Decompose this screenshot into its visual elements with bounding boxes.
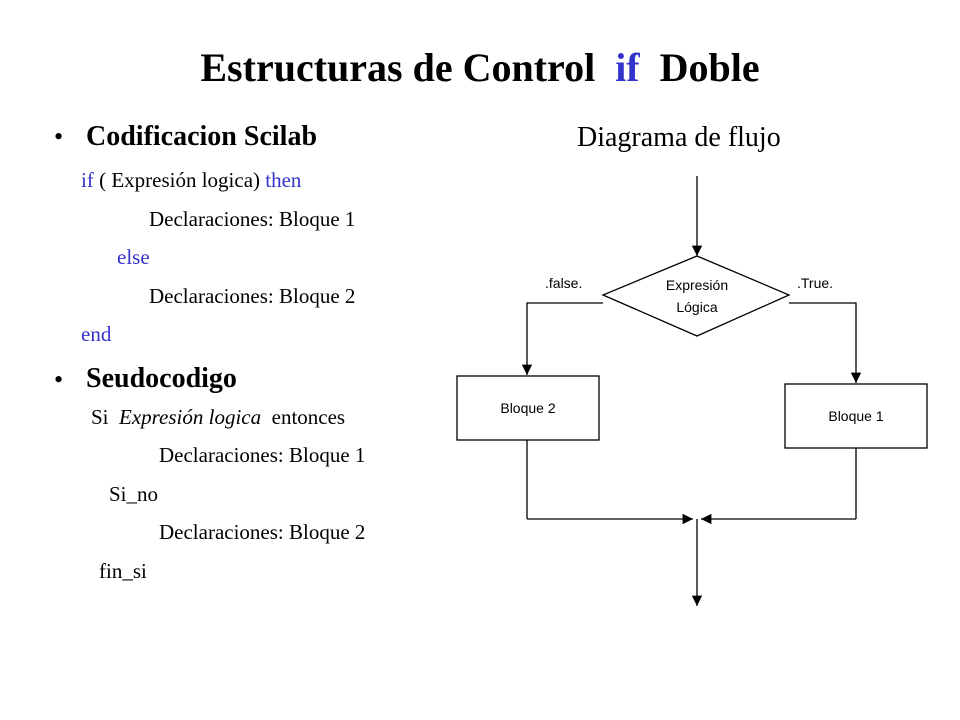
false-branch-arrow — [521, 302, 603, 375]
slide-title: Estructuras de Control if Doble — [0, 44, 960, 91]
pseudo-heading: Seudocodigo — [86, 363, 237, 394]
pseudo-block2-line: Declaraciones: Bloque 2 — [159, 520, 366, 544]
bullet-pseudo: • — [54, 365, 64, 394]
block2-box — [456, 375, 600, 441]
scilab-if-keyword: if — [81, 168, 94, 192]
scilab-then-keyword: then — [265, 168, 302, 192]
title-keyword: if — [615, 45, 640, 90]
false-label: .false. — [545, 275, 582, 291]
scilab-condition: ( Expresión logica) — [93, 168, 266, 192]
decision-label-line1: Expresión — [666, 277, 728, 293]
title-part1: Estructuras de Control — [200, 45, 616, 90]
bullet-scilab: • — [54, 122, 64, 151]
scilab-end-keyword: end — [81, 322, 112, 346]
pseudo-condition: Expresión logica — [119, 405, 262, 429]
pseudo-si: Si — [91, 405, 120, 429]
pseudo-si-line: Si Expresión logica entonces — [91, 405, 345, 430]
block1-box — [784, 383, 928, 449]
pseudo-si-no-line: Si_no — [109, 482, 159, 506]
pseudo-block1-line: Declaraciones: Bloque 1 — [159, 443, 366, 467]
scilab-block1-line: Declaraciones: Bloque 1 — [149, 207, 356, 231]
pseudo-entonces: entonces — [261, 405, 346, 429]
title-part2: Doble — [639, 45, 760, 90]
scilab-block2-line: Declaraciones: Bloque 2 — [149, 284, 356, 308]
true-label: .True. — [797, 275, 833, 291]
true-branch-arrow — [789, 302, 862, 383]
flowchart-title: Diagrama de flujo — [577, 122, 781, 153]
scilab-else-keyword: else — [117, 245, 150, 269]
pseudo-fin-si-line: fin_si — [99, 559, 147, 583]
scilab-if-line: if ( Expresión logica) then — [81, 168, 301, 193]
decision-label-line2: Lógica — [676, 299, 717, 315]
scilab-heading: Codificacion Scilab — [86, 121, 318, 152]
decision-diamond — [601, 255, 791, 337]
block1-label: Bloque 1 — [828, 408, 883, 424]
block2-label: Bloque 2 — [500, 400, 555, 416]
